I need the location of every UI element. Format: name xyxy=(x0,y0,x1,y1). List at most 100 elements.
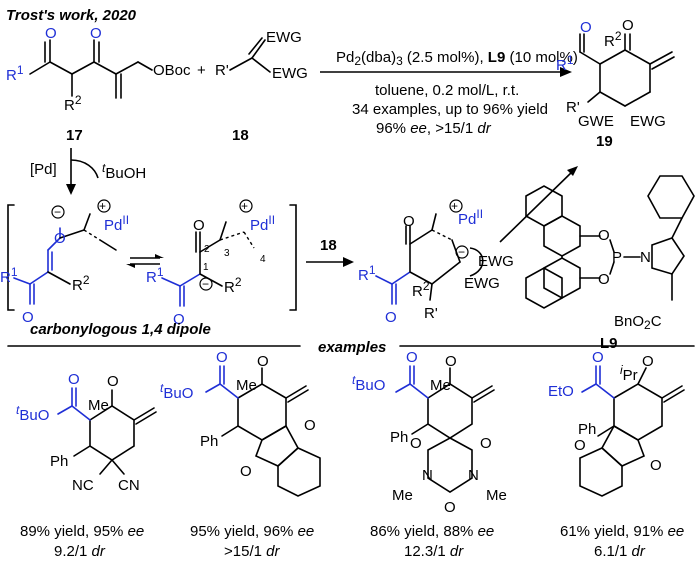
o-int2: O xyxy=(385,309,397,326)
rprime-19: R' xyxy=(566,99,580,116)
example-2 xyxy=(205,365,321,497)
o-b2: O xyxy=(173,311,185,328)
r2-label: R2 xyxy=(64,93,82,114)
r2-19: R2 xyxy=(604,29,622,50)
ex1-cn: CN xyxy=(118,477,140,494)
r2-int: R2 xyxy=(412,279,430,300)
o-label-1: O xyxy=(45,25,57,42)
ex1-yield: 89% yield, 95% ee xyxy=(20,523,144,540)
ex3-o5: O xyxy=(444,499,456,516)
ex1-tbuo: tBuO xyxy=(16,403,49,424)
rprime-int: R' xyxy=(424,305,438,322)
svg-text:−: − xyxy=(458,245,465,259)
conditions-line1: Pd2(dba)3 (2.5 mol%), L9 (10 mol%) xyxy=(336,49,578,68)
svg-text:+: + xyxy=(241,199,248,213)
ligand-l9 xyxy=(525,175,695,309)
ex4-eto: EtO xyxy=(548,383,574,400)
ex1-ph: Ph xyxy=(50,453,68,470)
ex2-o4: O xyxy=(240,463,252,480)
ex3-tbuo: tBuO xyxy=(352,373,385,394)
ex3-me2: Me xyxy=(486,487,507,504)
pd-b: PdII xyxy=(250,213,275,234)
example-4 xyxy=(579,365,685,497)
intermediate xyxy=(375,213,461,305)
ex2-o3: O xyxy=(304,417,316,434)
ex3-me: Me xyxy=(430,377,451,394)
ex1-o: O xyxy=(107,373,119,390)
pd-label: [Pd] xyxy=(30,161,57,178)
bno2c-l9: BnO2C xyxy=(614,313,662,332)
o-l9-1: O xyxy=(598,227,610,244)
ex4-ipr: iPr xyxy=(620,363,638,384)
ex4-o4: O xyxy=(650,457,662,474)
ex2-me: Me xyxy=(236,377,257,394)
label-18: 18 xyxy=(232,127,249,144)
ex4-yield: 61% yield, 91% ee xyxy=(560,523,684,540)
dipole-a xyxy=(13,213,117,305)
ex4-o2: O xyxy=(592,349,604,366)
rprime-18: R' xyxy=(215,62,229,79)
ex3-n2: N xyxy=(468,467,479,484)
ex1-dr: 9.2/1 dr xyxy=(54,543,106,560)
ex1-nc: NC xyxy=(72,477,94,494)
num-4: 4 xyxy=(260,254,266,265)
ex4-o3: O xyxy=(574,437,586,454)
butoh-curl xyxy=(70,159,99,179)
dipole-caption: carbonylogous 1,4 dipole xyxy=(30,321,211,338)
label-17: 17 xyxy=(66,127,83,144)
o-19-b: O xyxy=(622,17,634,34)
ex2-ph: Ph xyxy=(200,433,218,450)
ex3-dr: 12.3/1 dr xyxy=(404,543,464,560)
conditions-line3: 34 examples, up to 96% yield xyxy=(352,101,548,118)
ex2-tbuo: tBuO xyxy=(160,381,193,402)
ex2-o: O xyxy=(257,353,269,370)
ewg-int-1: EWG xyxy=(478,253,514,270)
r1-b: R1 xyxy=(146,265,164,286)
bracket-left xyxy=(7,204,15,311)
ex3-o4: O xyxy=(480,435,492,452)
n-l9: N xyxy=(640,249,651,266)
label-l9: L9 xyxy=(600,335,618,352)
ex4-ph: Ph xyxy=(578,421,596,438)
conditions-line4: 96% ee, >15/1 dr xyxy=(376,120,492,137)
r1-a: R1 xyxy=(0,265,18,286)
o-label-2: O xyxy=(90,25,102,42)
r1-label: R1 xyxy=(6,63,24,84)
r1-int: R1 xyxy=(358,263,376,284)
ewg-int-2: EWG xyxy=(464,275,500,292)
svg-text:+: + xyxy=(99,199,106,213)
pd-a: PdII xyxy=(104,213,129,234)
r2-b: R2 xyxy=(224,275,242,296)
num-2: 2 xyxy=(204,244,210,255)
compound-17 xyxy=(29,39,153,99)
svg-text:−: − xyxy=(202,277,209,291)
num-1: 1 xyxy=(203,262,209,273)
o-19-a: O xyxy=(580,19,592,36)
example-3 xyxy=(395,365,495,493)
to-product-arrow xyxy=(499,169,575,243)
ex1-o2: O xyxy=(68,371,80,388)
ex3-o3: O xyxy=(410,435,422,452)
example-1 xyxy=(57,387,157,475)
scheme-title: Trost's work, 2020 xyxy=(6,7,137,24)
o-int: O xyxy=(403,213,415,230)
ex2-dr: >15/1 dr xyxy=(224,543,280,560)
ex3-o2: O xyxy=(406,349,418,366)
pd-int: PdII xyxy=(458,207,483,228)
r1-19: R1 xyxy=(556,53,574,74)
ex3-n1: N xyxy=(422,467,433,484)
ring-closure-arrow xyxy=(469,247,484,277)
o-l9-2: O xyxy=(598,271,610,288)
o-a2: O xyxy=(22,309,34,326)
label-19: 19 xyxy=(596,133,613,150)
butoh-label: tBuOH xyxy=(102,161,146,182)
ex2-yield: 95% yield, 96% ee xyxy=(190,523,314,540)
p-l9: P xyxy=(612,249,622,266)
ex3-ph: Ph xyxy=(390,429,408,446)
svg-text:+: + xyxy=(451,199,458,213)
ewg-18-top: EWG xyxy=(266,29,302,46)
num-3: 3 xyxy=(224,248,230,259)
ex3-yield: 86% yield, 88% ee xyxy=(370,523,494,540)
ewg-18-bot: EWG xyxy=(272,65,308,82)
